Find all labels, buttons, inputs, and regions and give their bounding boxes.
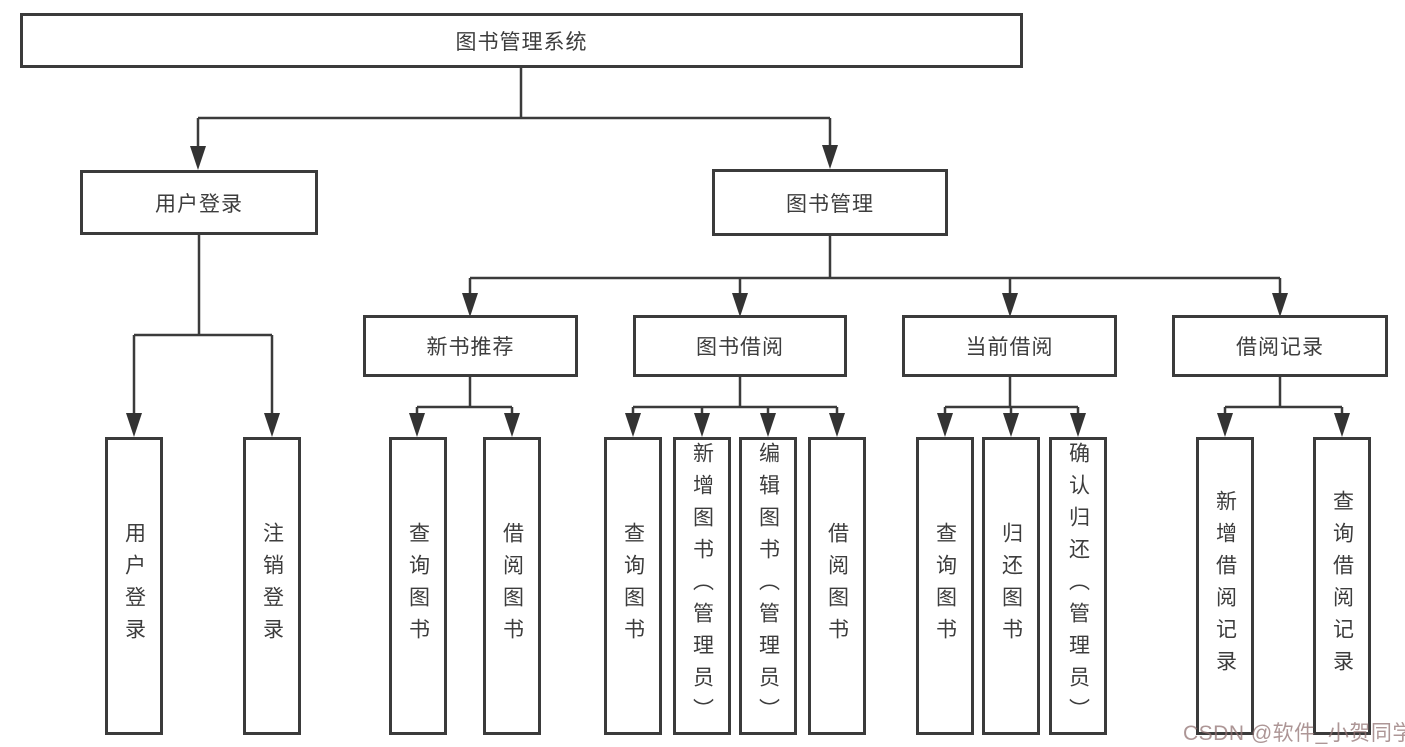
leaf-records-query: 查询借阅记录	[1313, 437, 1371, 735]
leaf-borrow-add-books-admin: 新增图书（管理员）	[673, 437, 731, 735]
node-new-book-recommend: 新书推荐	[363, 315, 578, 377]
leaf-new-query-books: 查询图书	[389, 437, 447, 735]
leaf-logout: 注销登录	[243, 437, 301, 735]
node-user-login: 用户登录	[80, 170, 318, 235]
leaf-current-confirm-return-admin: 确认归还（管理员）	[1049, 437, 1107, 735]
leaf-borrow-edit-books-admin: 编辑图书（管理员）	[739, 437, 797, 735]
node-book-management: 图书管理	[712, 169, 948, 236]
node-borrow-records: 借阅记录	[1172, 315, 1388, 377]
csdn-watermark: CSDN @软件_小贺同学	[1183, 722, 1405, 745]
node-library-system: 图书管理系统	[20, 13, 1023, 68]
leaf-user-login: 用户登录	[105, 437, 163, 735]
leaf-borrow-lend-books: 借阅图书	[808, 437, 866, 735]
node-book-borrow: 图书借阅	[633, 315, 847, 377]
leaf-new-borrow-books: 借阅图书	[483, 437, 541, 735]
leaf-current-query-books: 查询图书	[916, 437, 974, 735]
node-current-borrow: 当前借阅	[902, 315, 1117, 377]
leaf-records-add: 新增借阅记录	[1196, 437, 1254, 735]
leaf-borrow-query-books: 查询图书	[604, 437, 662, 735]
leaf-current-return-books: 归还图书	[982, 437, 1040, 735]
